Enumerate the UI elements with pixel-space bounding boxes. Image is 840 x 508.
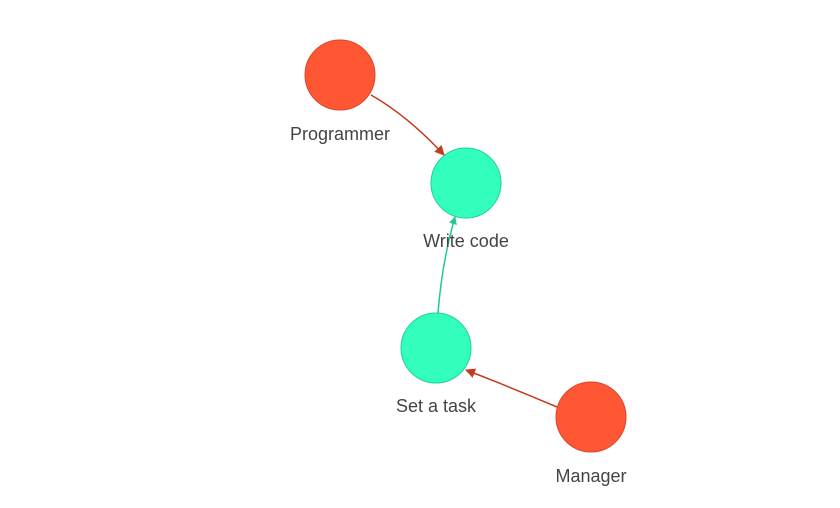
node-programmer[interactable]: Programmer — [290, 39, 390, 144]
node-write-code-circle[interactable] — [430, 147, 502, 219]
node-write-code-label: Write code — [423, 231, 509, 251]
node-set-task[interactable]: Set a task — [396, 312, 477, 416]
node-manager[interactable]: Manager — [555, 381, 627, 486]
node-set-task-label: Set a task — [396, 396, 477, 416]
node-manager-circle[interactable] — [555, 381, 627, 453]
node-programmer-label: Programmer — [290, 124, 390, 144]
node-set-task-circle[interactable] — [400, 312, 472, 384]
edge-programmer-to-write-code[interactable] — [370, 94, 445, 156]
edge-set-task-to-write-code[interactable] — [437, 216, 457, 314]
node-write-code[interactable]: Write code — [423, 147, 509, 251]
node-programmer-circle[interactable] — [304, 39, 376, 111]
node-manager-label: Manager — [555, 466, 626, 486]
edge-manager-to-set-task[interactable] — [465, 368, 558, 408]
